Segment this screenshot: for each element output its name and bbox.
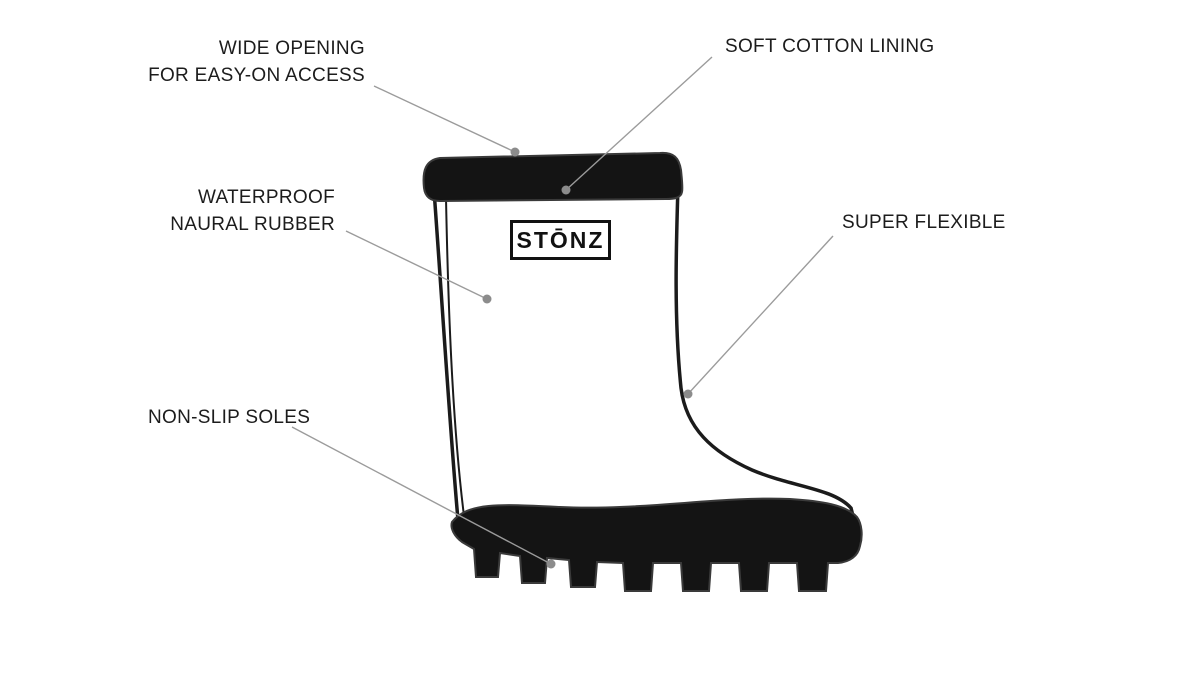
callout-dot-waterproof: [482, 294, 492, 304]
callout-line-soft-cotton: [565, 56, 713, 191]
label-waterproof: WATERPROOF NAURAL RUBBER: [155, 184, 335, 238]
label-non-slip-line1: NON-SLIP SOLES: [148, 407, 311, 428]
boot-top-band: [422, 151, 684, 203]
boot-seam-line: [445, 197, 465, 517]
callout-dot-soft-cotton: [561, 185, 571, 195]
label-wide-opening-line2: FOR EASY-ON ACCESS: [148, 65, 365, 86]
boot-shaft: [432, 184, 857, 522]
label-super-flexible-line1: SUPER FLEXIBLE: [842, 212, 1006, 233]
callout-dot-super-flexible: [683, 389, 693, 399]
boot-sole: [450, 497, 863, 592]
callout-line-waterproof: [345, 230, 488, 300]
label-waterproof-line1: WATERPROOF: [197, 187, 335, 208]
callout-dot-wide-opening: [510, 147, 520, 157]
label-soft-cotton: SOFT COTTON LINING: [725, 33, 935, 60]
label-waterproof-line2: NAURAL RUBBER: [170, 214, 335, 235]
label-non-slip: NON-SLIP SOLES: [148, 404, 310, 431]
label-super-flexible: SUPER FLEXIBLE: [842, 209, 1006, 236]
label-soft-cotton-line1: SOFT COTTON LINING: [725, 36, 935, 57]
callout-dot-non-slip: [546, 559, 556, 569]
brand-logo-text: STŌNZ: [516, 226, 605, 253]
label-wide-opening: WIDE OPENING FOR EASY-ON ACCESS: [145, 35, 365, 89]
callout-line-super-flexible: [687, 235, 834, 395]
callout-line-wide-opening: [373, 85, 516, 153]
label-wide-opening-line1: WIDE OPENING: [218, 38, 365, 59]
brand-logo: STŌNZ: [510, 220, 611, 260]
callout-line-non-slip: [291, 426, 552, 565]
